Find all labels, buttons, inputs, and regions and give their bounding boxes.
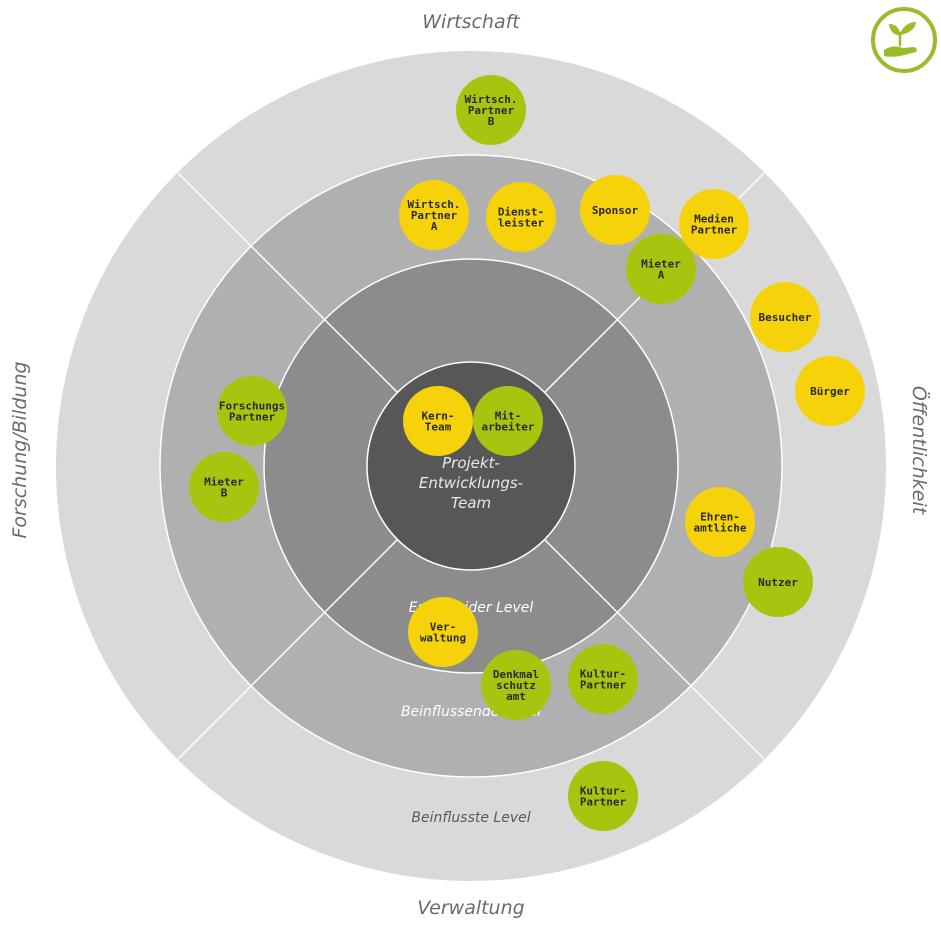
stakeholder-label: Partner — [229, 411, 276, 424]
stakeholder-circle — [795, 356, 865, 426]
center-label-line-2: Entwicklungs- — [419, 474, 523, 492]
stakeholder-label: Wirtsch. — [408, 198, 461, 211]
stakeholder-circle — [217, 376, 287, 446]
stakeholder-buerger: Bürger — [795, 356, 865, 426]
stakeholder-label: B — [221, 487, 228, 500]
stakeholder-ehrenamtliche: Ehren-amtliche — [685, 487, 755, 557]
stakeholder-circle — [685, 487, 755, 557]
stakeholder-label: Besucher — [759, 311, 812, 324]
stakeholder-circle — [580, 175, 650, 245]
stakeholder-circle — [750, 282, 820, 352]
stakeholder-kern-team: Kern-Team — [403, 386, 473, 456]
stakeholder-label: Mit- — [495, 410, 522, 423]
sector-title-bottom: Verwaltung — [417, 897, 524, 919]
center-label: Projekt- Entwicklungs- Team — [419, 454, 523, 512]
stakeholder-label: Partner — [580, 679, 627, 692]
stakeholder-kultur-partner-inner: Kultur-Partner — [568, 644, 638, 714]
sector-title-left: Forschung/Bildung — [9, 361, 31, 538]
stakeholder-circle — [456, 75, 526, 145]
stakeholder-circle — [743, 547, 813, 617]
stakeholder-label: Dienst- — [498, 206, 544, 219]
center-label-line-3: Team — [451, 494, 491, 512]
stakeholder-verwaltung: Ver-waltung — [408, 597, 478, 667]
stakeholder-label: Partner — [468, 104, 515, 117]
stakeholder-sponsor: Sponsor — [580, 175, 650, 245]
stakeholder-label: Kultur- — [580, 785, 626, 798]
stakeholder-label: Forschungs — [219, 400, 285, 413]
stakeholder-label: Ver- — [430, 621, 457, 634]
stakeholder-label: schutz — [496, 679, 536, 692]
stakeholder-label: Partner — [411, 209, 458, 222]
stakeholder-circle — [568, 644, 638, 714]
stakeholder-label: Team — [425, 421, 452, 434]
stakeholder-circle — [189, 452, 259, 522]
stakeholder-label: amtliche — [694, 522, 747, 535]
stakeholder-circle — [568, 761, 638, 831]
center-label-line-1: Projekt- — [442, 454, 500, 472]
stakeholder-dienstleister: Dienst-leister — [486, 182, 556, 252]
stakeholder-besucher: Besucher — [750, 282, 820, 352]
stakeholder-circle — [399, 180, 469, 250]
stakeholder-label: leister — [498, 217, 545, 230]
stakeholder-nodes: Wirtsch.PartnerBWirtsch.PartnerADienst-l… — [189, 75, 865, 831]
stakeholder-label: Mieter — [204, 476, 244, 489]
stakeholder-label: Nutzer — [758, 576, 798, 589]
stakeholder-label: Denkmal — [493, 668, 539, 681]
sector-title-right: Öffentlichkeit — [908, 386, 931, 516]
stakeholder-label: Partner — [580, 796, 627, 809]
stakeholder-label: Bürger — [810, 385, 850, 398]
stakeholder-circle — [408, 597, 478, 667]
stakeholder-label: Partner — [691, 224, 738, 237]
stakeholder-label: Sponsor — [592, 204, 639, 217]
plant-in-hand-icon — [871, 7, 937, 73]
stakeholder-circle — [626, 234, 696, 304]
stakeholder-label: Medien — [694, 213, 734, 226]
stakeholder-label: Kern- — [421, 410, 454, 423]
stakeholder-label: A — [431, 220, 438, 233]
stakeholder-label: Ehren- — [700, 511, 740, 524]
stakeholder-label: A — [658, 269, 665, 282]
stakeholder-nutzer: Nutzer — [743, 547, 813, 617]
stakeholder-label: amt — [506, 690, 526, 703]
stakeholder-circle — [481, 650, 551, 720]
stakeholder-label: Mieter — [641, 258, 681, 271]
stakeholder-label: Wirtsch. — [465, 93, 518, 106]
ring-label-outer: Beinflusste Level — [411, 810, 530, 826]
stakeholder-circle — [486, 182, 556, 252]
stakeholder-kultur-partner-outer: Kultur-Partner — [568, 761, 638, 831]
stakeholder-circle — [679, 189, 749, 259]
stakeholder-circle — [473, 386, 543, 456]
ring-borders — [159, 154, 783, 778]
stakeholder-label: arbeiter — [482, 421, 535, 434]
stakeholder-label: waltung — [420, 632, 466, 645]
stakeholder-circle — [403, 386, 473, 456]
sector-title-top: Wirtschaft — [422, 11, 521, 33]
stakeholder-label: B — [488, 115, 495, 128]
stakeholder-mitarbeiter: Mit-arbeiter — [473, 386, 543, 456]
stakeholder-label: Kultur- — [580, 668, 626, 681]
